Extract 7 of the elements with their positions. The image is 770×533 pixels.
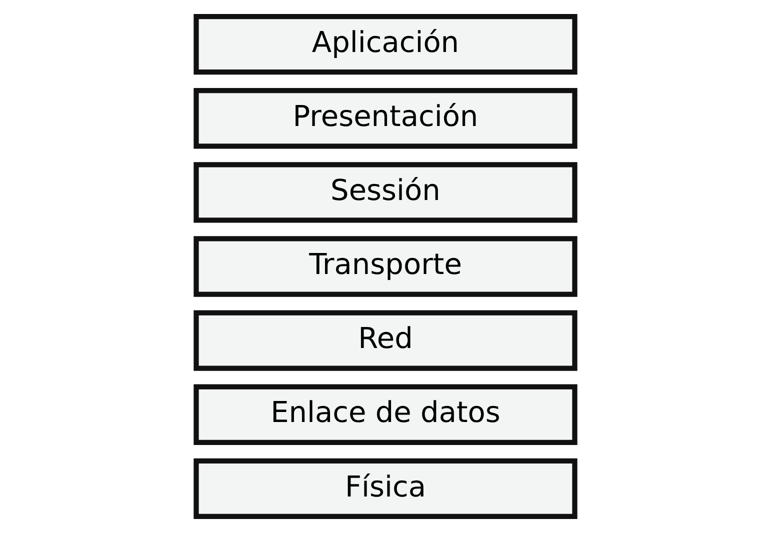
node-box: Transporte	[193, 236, 577, 297]
node-box: Física	[193, 458, 577, 520]
node-box: Red	[193, 310, 577, 371]
node-box: Aplicación	[193, 14, 577, 75]
node-box: Sessión	[193, 162, 577, 223]
node-box: Enlace de datos	[193, 384, 577, 445]
node-box: Presentación	[193, 88, 577, 149]
